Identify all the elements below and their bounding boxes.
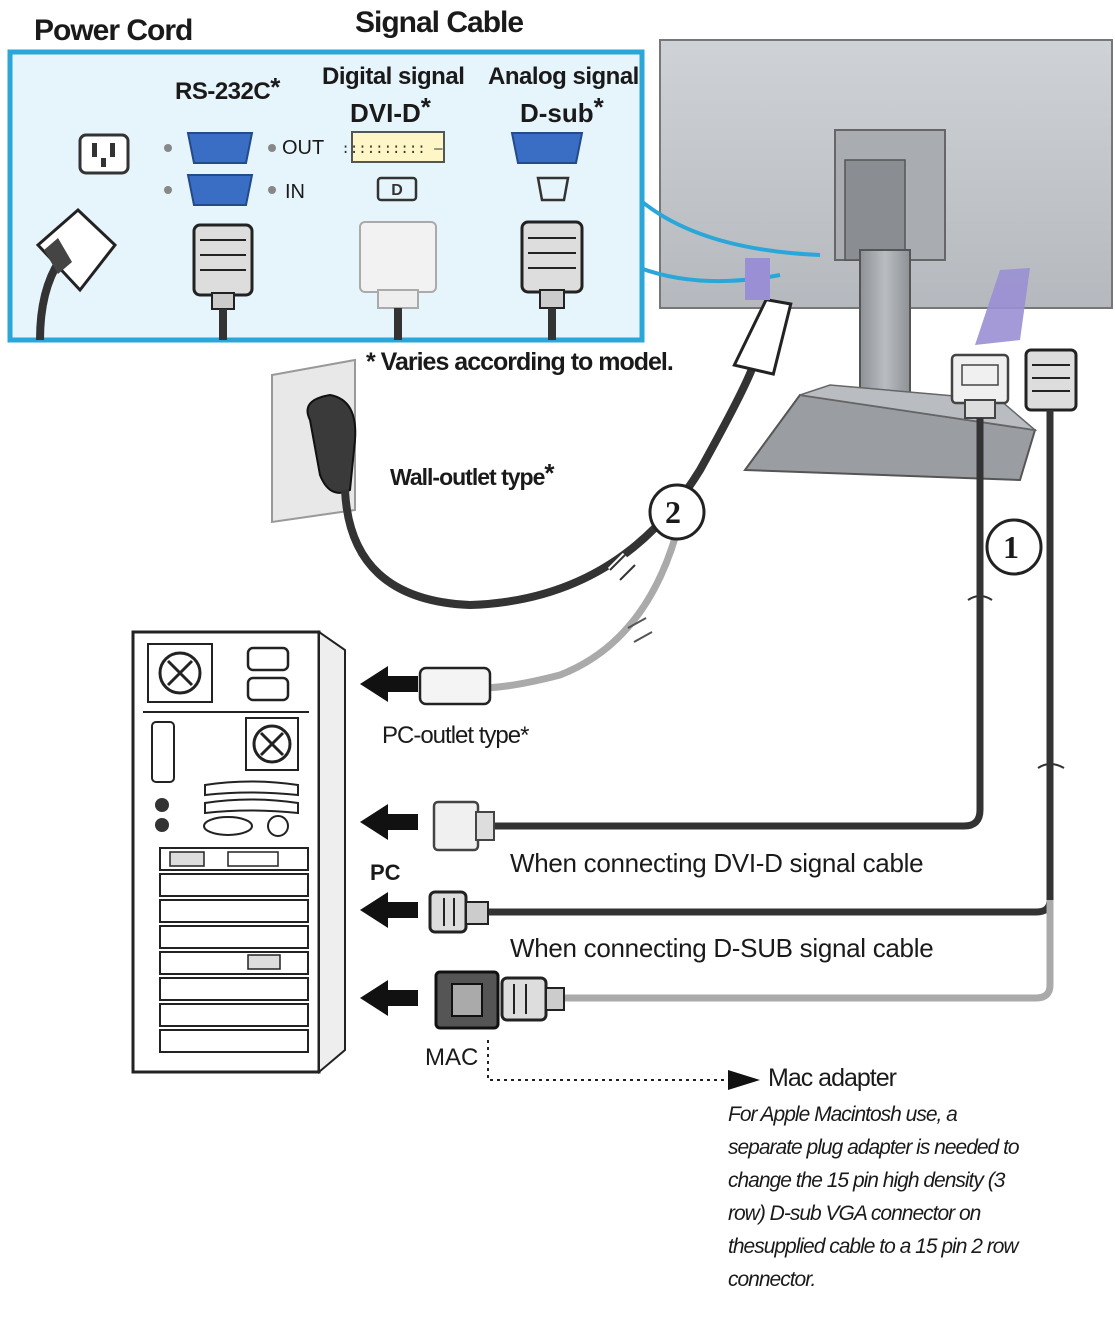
- dsub-cable-label: When connecting D-SUB signal cable: [510, 933, 934, 963]
- pc-dvi-plug-icon: [432, 800, 495, 852]
- dvi-d-label: DVI-D*: [350, 92, 431, 128]
- svg-text::::::::::: —: :::::::::: —: [341, 141, 443, 157]
- power-arrow-icon: [745, 258, 770, 300]
- pc-dsub-plug-icon: [428, 890, 489, 934]
- pc-label: PC: [370, 860, 401, 885]
- monitor-dvi-plug-icon: [950, 353, 1010, 419]
- analog-signal-label: Analog signal: [488, 63, 638, 90]
- svg-text:D: D: [391, 182, 403, 199]
- step-1-circle: [985, 518, 1043, 576]
- power-cord-heading: Power Cord: [34, 14, 193, 47]
- pc-tower: [131, 630, 346, 1075]
- rs232c-plug-icon: [192, 223, 254, 340]
- d-sub-symbol-icon: [536, 176, 570, 202]
- rs232c-label: RS-232C*: [175, 72, 280, 105]
- dvi-d-plug-icon: [359, 221, 437, 340]
- d-sub-plug-icon: [520, 220, 584, 340]
- rs232c-in-port-icon: [164, 174, 276, 206]
- arrow-mac-icon: [360, 980, 418, 1016]
- in-label: IN: [285, 181, 305, 203]
- varies-note: * Varies according to model.: [366, 348, 674, 376]
- mac-adapter-leader: [487, 1040, 760, 1090]
- step-1-number: 1: [1003, 529, 1019, 565]
- power-plug-icon: [35, 207, 118, 341]
- d-sub-port-icon: [510, 132, 584, 164]
- step-2-number: 2: [665, 494, 681, 530]
- signal-arrow-icon: [975, 268, 1030, 345]
- monitor-rear: [659, 39, 1113, 482]
- out-label: OUT: [282, 137, 325, 159]
- arrow-pc-dvi-icon: [360, 804, 418, 840]
- mac-label: MAC: [425, 1044, 479, 1071]
- pc-power-cable: [418, 519, 684, 706]
- dvi-d-symbol-icon: D: [376, 176, 418, 202]
- dvi-signal-cable: [492, 418, 993, 830]
- wall-outlet-label: Wall-outlet type*: [390, 458, 555, 490]
- mac-adapter-title: Mac adapter: [768, 1064, 897, 1092]
- wall-outlet-icon: [271, 358, 357, 524]
- monitor-dsub-plug-icon: [1024, 348, 1078, 412]
- arrow-pc-power-icon: [360, 666, 418, 702]
- d-sub-label: D-sub*: [520, 92, 604, 128]
- power-socket-icon: [78, 133, 130, 175]
- rs232c-out-port-icon: [164, 132, 276, 164]
- pc-outlet-label: PC-outlet type*: [382, 722, 529, 749]
- dvi-cable-label: When connecting DVI-D signal cable: [510, 848, 924, 878]
- dvi-d-port-icon: :::::::::: —: [341, 131, 445, 163]
- power-cable: [341, 297, 793, 610]
- signal-cable-heading: Signal Cable: [355, 6, 524, 39]
- arrow-pc-dsub-icon: [360, 892, 418, 928]
- digital-signal-label: Digital signal: [322, 63, 465, 90]
- analog-signal-clip: Analog signal: [488, 60, 638, 96]
- mac-adapter-description: For Apple Macintosh use, a separate plug…: [728, 1103, 1020, 1291]
- step-2-circle: [648, 483, 706, 541]
- mac-signal-cable: [560, 900, 1054, 1002]
- mac-adapter-icon: [434, 970, 565, 1030]
